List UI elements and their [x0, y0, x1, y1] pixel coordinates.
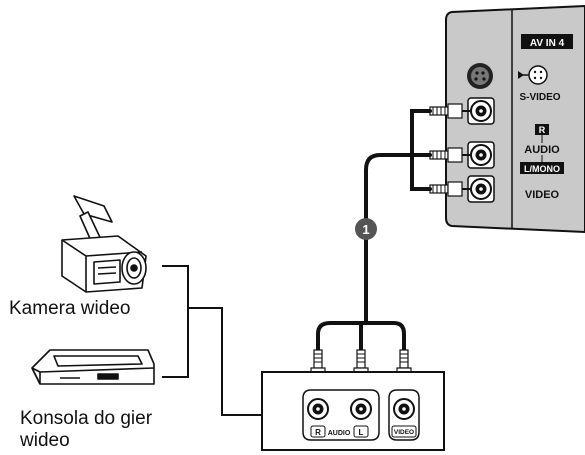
tv-av-input-panel: AV IN 4 S-VIDEO R AUDIO L/MONO V — [445, 4, 585, 234]
audio-label: AUDIO — [524, 144, 560, 156]
device-label-audio: AUDIO — [328, 430, 351, 437]
plug-video — [429, 181, 470, 197]
device-jack-video — [393, 398, 415, 420]
source-device-panel: R AUDIO L VIDEO — [261, 371, 445, 451]
tv-rca-jack-video — [467, 175, 495, 203]
camera-label: Kamera wideo — [9, 298, 131, 319]
console-label-line2: wideo — [20, 430, 70, 451]
av-cable-tv-side — [364, 109, 432, 324]
plug-audio-l — [429, 147, 470, 163]
device-label-video: VIDEO — [394, 429, 414, 436]
av-cable-device-side — [316, 321, 406, 352]
tv-rca-jack-audio-r — [467, 97, 495, 125]
plug-audio-r — [429, 103, 470, 119]
av-in-header-badge — [521, 34, 573, 49]
callout-marker: 1 — [355, 218, 377, 240]
lmono-badge — [520, 162, 564, 174]
device-bracket — [162, 265, 262, 416]
av-in-header-text: AV IN 4 — [530, 38, 565, 49]
r-badge-text: R — [539, 125, 546, 135]
device-jack-r — [307, 398, 329, 420]
game-console-illustration — [31, 349, 155, 385]
svideo-jack-body — [467, 63, 493, 89]
callout-number: 1 — [362, 222, 369, 237]
tv-rca-jack-audio-l — [467, 141, 495, 169]
svideo-label: S-VIDEO — [519, 92, 560, 103]
device-jack-l — [350, 398, 372, 420]
r-badge — [535, 124, 549, 135]
device-label-r: R — [315, 428, 321, 437]
lmono-label: L/MONO — [524, 164, 560, 174]
console-label-line1: Konsola do gier — [20, 408, 153, 429]
svideo-symbol — [518, 65, 548, 85]
device-label-l: L — [359, 428, 364, 437]
tv-rca-plugs — [429, 103, 470, 197]
camcorder-illustration — [61, 195, 147, 293]
video-label: VIDEO — [525, 189, 560, 201]
